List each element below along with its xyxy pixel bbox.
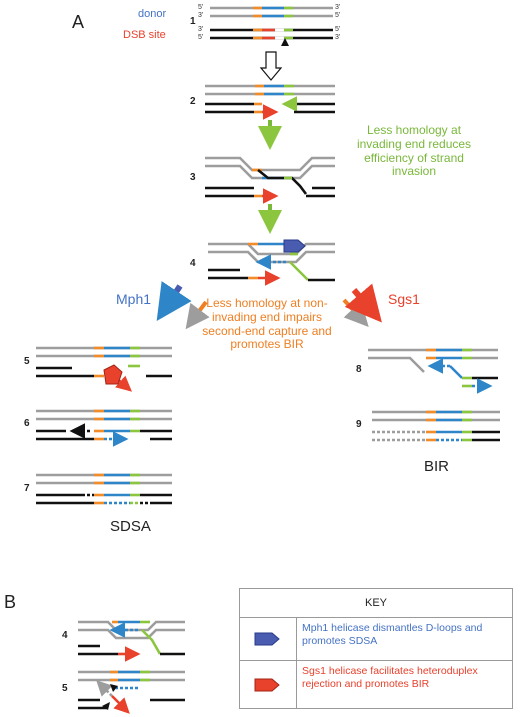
step-9-bir-product bbox=[372, 410, 500, 442]
step-4-d-loop bbox=[208, 242, 335, 286]
dsb-cut-icon bbox=[281, 38, 289, 46]
strand-end-label: 3' bbox=[335, 4, 341, 11]
key-table: KEY Mph1 helicase dismantles D-loops and… bbox=[239, 588, 513, 709]
blue-pentagon-icon bbox=[254, 632, 280, 646]
step-7-sdsa-product bbox=[36, 473, 172, 505]
sgs1-pathway-arrow-icon bbox=[344, 283, 382, 323]
key-icon-cell bbox=[240, 661, 297, 709]
step-number-9: 9 bbox=[356, 419, 362, 430]
key-title: KEY bbox=[240, 589, 512, 618]
key-row-mph1: Mph1 helicase dismantles D-loops and pro… bbox=[240, 618, 512, 661]
step-number-1: 1 bbox=[190, 16, 196, 27]
sgs1-label: Sgs1 bbox=[388, 291, 420, 307]
hollow-down-arrow-icon bbox=[259, 51, 283, 81]
red-pentagon-icon bbox=[254, 678, 280, 692]
step-2-duplexes bbox=[205, 84, 335, 120]
step-number-4: 4 bbox=[190, 258, 196, 269]
panel-b-step-5 bbox=[78, 670, 185, 714]
step-1-recipient-duplex bbox=[210, 28, 333, 40]
step-number-6: 6 bbox=[24, 418, 30, 429]
strand-end-label: 5' bbox=[335, 26, 341, 33]
panel-label-b: B bbox=[4, 592, 17, 612]
second-end-note: Less homology at non-invading end impair… bbox=[202, 296, 332, 352]
panel-label-a: A bbox=[72, 12, 85, 32]
cut-marker-icon bbox=[110, 684, 118, 692]
step-number-8: 8 bbox=[356, 364, 362, 375]
sgs1-helicase-icon bbox=[103, 364, 123, 385]
strand-end-label: 3' bbox=[335, 34, 341, 41]
mph1-label: Mph1 bbox=[116, 291, 152, 307]
step-number-7: 7 bbox=[24, 483, 30, 494]
step-8-bir bbox=[368, 348, 498, 394]
mph1-pathway-arrow-icon bbox=[156, 281, 192, 321]
mph1-helicase-icon bbox=[283, 239, 306, 253]
invasion-note: Less homology at invading end reduces ef… bbox=[356, 123, 472, 179]
orange-arrow-left-icon bbox=[185, 300, 210, 330]
key-icon-cell bbox=[240, 618, 297, 660]
step-3-invasion bbox=[205, 156, 335, 204]
step-6-sdsa bbox=[36, 409, 172, 447]
key-row-sgs1: Sgs1 helicase facilitates heteroduplex r… bbox=[240, 661, 512, 709]
step-number-3: 3 bbox=[190, 172, 196, 183]
bir-outcome-label: BIR bbox=[424, 458, 450, 475]
cut-marker-icon bbox=[102, 702, 110, 710]
panel-b-step-number-5: 5 bbox=[62, 683, 68, 694]
strand-end-label: 5' bbox=[198, 34, 204, 41]
donor-label: donor bbox=[138, 8, 167, 20]
sdsa-outcome-label: SDSA bbox=[110, 518, 151, 535]
strand-end-label: 5' bbox=[335, 12, 341, 19]
strand-end-label: 3' bbox=[198, 12, 204, 19]
strand-end-label: 3' bbox=[198, 26, 204, 33]
step-number-5: 5 bbox=[24, 356, 30, 367]
key-text-sgs1: Sgs1 helicase facilitates heteroduplex r… bbox=[302, 665, 478, 690]
key-text-mph1: Mph1 helicase dismantles D-loops and pro… bbox=[302, 622, 483, 647]
panel-b-step-4 bbox=[78, 620, 185, 662]
panel-b-step-number-4: 4 bbox=[62, 630, 68, 641]
dsb-site-label: DSB site bbox=[123, 29, 166, 41]
strand-end-label: 5' bbox=[198, 4, 204, 11]
step-1-donor-duplex bbox=[210, 6, 333, 18]
step-5-sdsa bbox=[36, 346, 172, 392]
step-number-2: 2 bbox=[190, 96, 196, 107]
